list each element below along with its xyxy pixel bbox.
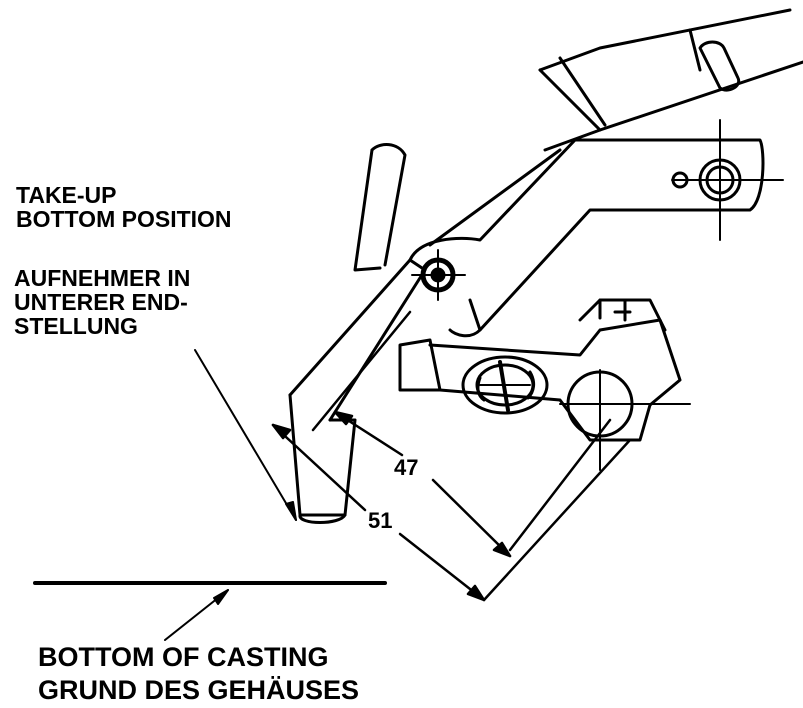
aufnehmer-label-line2: UNTERER END-	[14, 289, 188, 315]
right-pivot	[671, 119, 784, 241]
dimension-47-label: 47	[394, 455, 419, 480]
dimension-lines	[271, 310, 632, 602]
casting-label-line2: GRUND DES GEHÄUSES	[38, 675, 360, 705]
lever-pivot	[411, 249, 466, 301]
aufnehmer-label-line1: AUFNEHMER IN	[14, 265, 191, 291]
slotted-screw	[461, 355, 549, 415]
aufnehmer-label-line3: STELLUNG	[14, 313, 138, 339]
lower-bracket	[398, 298, 682, 442]
takeup-label-line1: TAKE-UP	[16, 182, 117, 208]
casting-label-line1: BOTTOM OF CASTING	[38, 642, 329, 672]
dimension-51-label: 51	[368, 508, 393, 533]
casting-reference	[33, 581, 387, 641]
aufnehmer-leader	[194, 349, 297, 521]
upper-lever	[538, 8, 803, 132]
main-bracket-arm	[408, 128, 765, 338]
takeup-label-line2: BOTTOM POSITION	[16, 206, 232, 232]
lower-pivot	[559, 369, 691, 471]
